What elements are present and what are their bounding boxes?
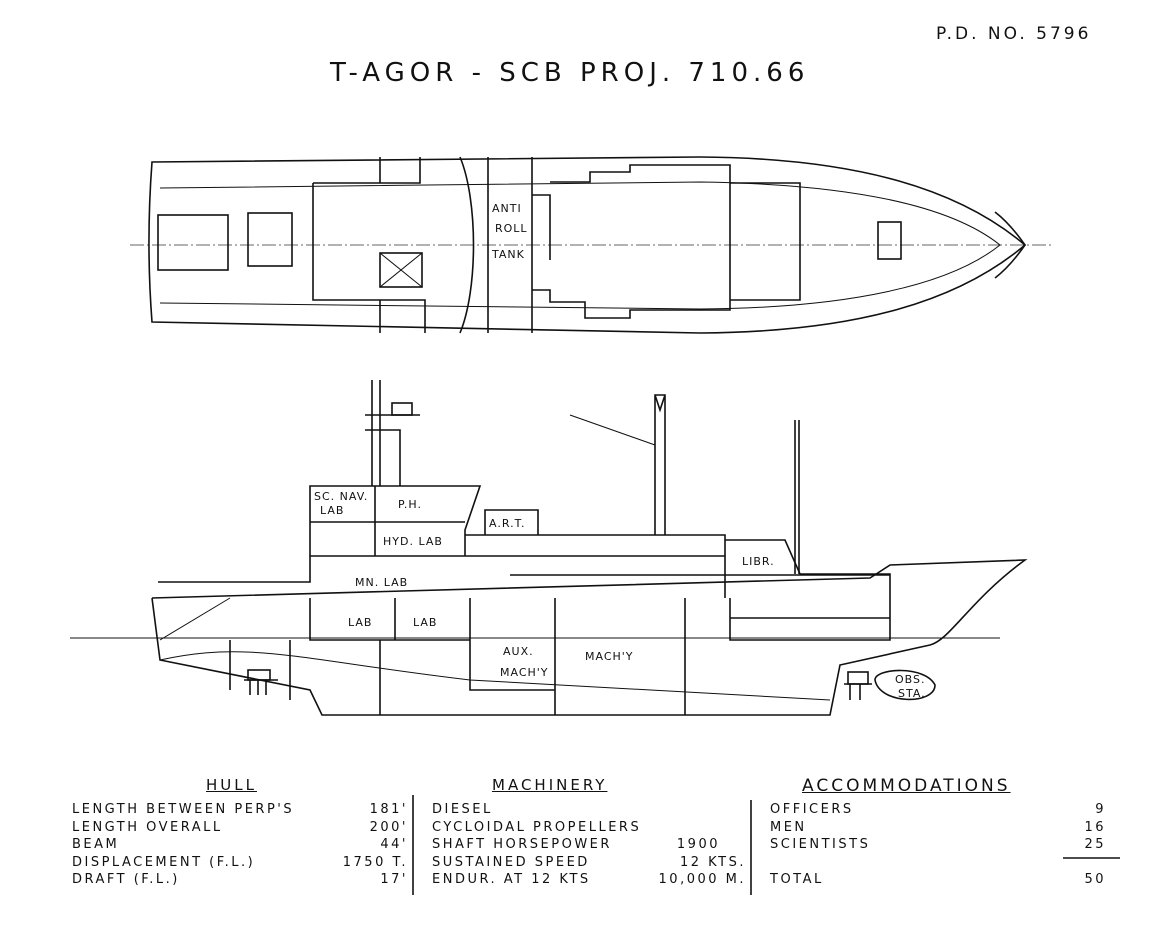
drawing-title: T-AGOR - SCB PROJ. 710.66 xyxy=(330,58,810,88)
sc-nav-label: SC. NAV. xyxy=(314,490,368,503)
ph-label: P.H. xyxy=(398,498,422,511)
obs-label: OBS. xyxy=(895,673,926,686)
art-label: A.R.T. xyxy=(489,517,526,530)
roll-label: ROLL xyxy=(495,222,528,235)
anti-label: ANTI xyxy=(492,202,522,215)
hull-row: DISPLACEMENT (F.L.)1750 T. xyxy=(72,854,408,870)
aux-mach-label: MACH'Y xyxy=(500,666,549,679)
profile-view: SC. NAV. LAB P.H. A.R.T. HYD. LAB MN. LA… xyxy=(70,380,1028,716)
accommodations-heading: ACCOMMODATIONS xyxy=(802,776,1011,796)
plan-hull-outline xyxy=(148,156,1027,334)
lab-label-2: LAB xyxy=(413,616,437,629)
aux-label: AUX. xyxy=(503,645,534,658)
mach-label: MACH'Y xyxy=(585,650,634,663)
machinery-heading: MACHINERY xyxy=(492,776,608,794)
lab-label-1: LAB xyxy=(348,616,372,629)
sta-label: STA. xyxy=(898,687,926,700)
machinery-row: DIESEL xyxy=(432,802,493,817)
profile-hull-outline xyxy=(151,559,1028,716)
sc-nav-lab-label: LAB xyxy=(320,504,344,517)
document-number: P.D. NO. 5796 xyxy=(936,24,1092,44)
mn-lab-label: MN. LAB xyxy=(355,576,408,589)
hull-row: DRAFT (F.L.)17' xyxy=(72,872,408,887)
hyd-lab-label: HYD. LAB xyxy=(383,535,443,548)
tank-label: TANK xyxy=(491,248,525,261)
plan-view: ANTI ROLL TANK xyxy=(130,156,1052,334)
libr-label: LIBR. xyxy=(742,555,775,568)
hull-heading: HULL xyxy=(206,776,257,794)
machinery-row: CYCLOIDAL PROPELLERS xyxy=(432,819,642,835)
machinery-table: DIESEL CYCLOIDAL PROPELLERS SHAFT HORSEP… xyxy=(432,801,746,889)
